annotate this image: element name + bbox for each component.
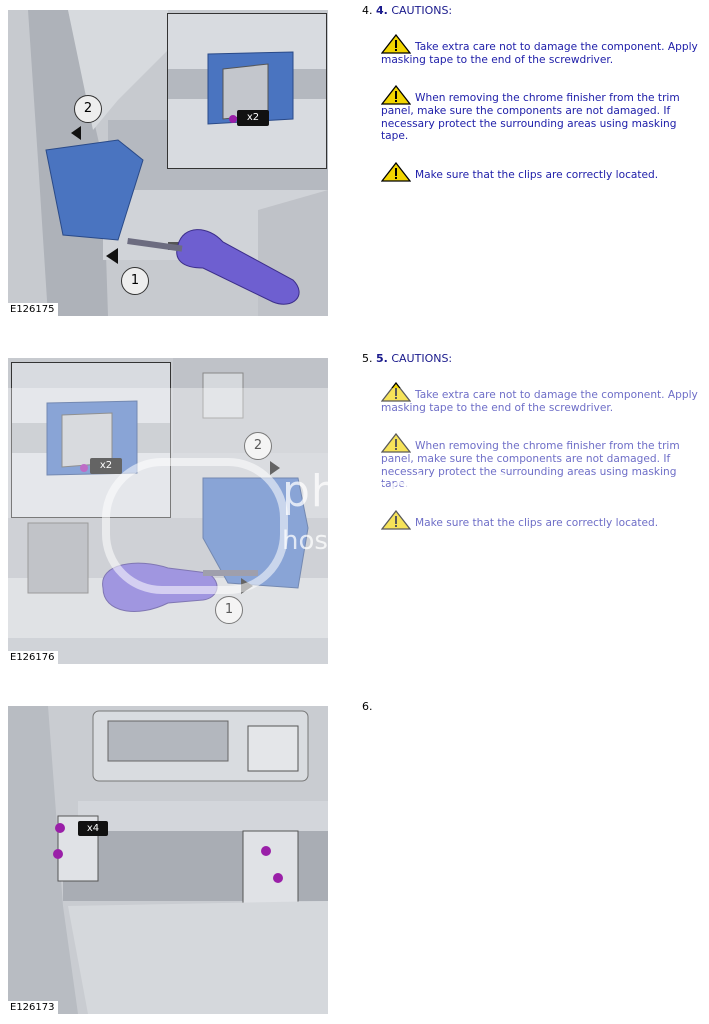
caution-item: Make sure that the clips are correctly l… [381,162,703,182]
step-title: CAUTIONS: [391,352,453,365]
caution-text: When removing the chrome finisher from t… [381,440,680,490]
figure-caption: E126175 [8,303,58,316]
step-number: 4. [362,4,373,17]
figure-caption: E126173 [8,1001,58,1014]
figure-step-4: x2 2 1 E126175 [8,10,328,316]
quantity-badge: x2 [90,458,122,474]
direction-arrow-icon [71,126,81,140]
direction-arrow-icon [241,578,253,594]
callout-circle-2: 2 [244,432,272,460]
caution-item: When removing the chrome finisher from t… [381,85,703,143]
figure-step-6: x4 E126173 [8,706,328,1014]
figure-caption: E126176 [8,651,58,664]
warning-triangle-icon [381,34,411,54]
step-6-heading: 6. [362,700,373,713]
warning-triangle-icon [381,85,411,105]
illustration-door-panel-clips [8,706,328,1014]
caution-item: When removing the chrome finisher from t… [381,433,703,491]
step-5-heading: 5. 5. CAUTIONS: [362,352,452,365]
warning-triangle-icon [381,382,411,402]
caution-text: When removing the chrome finisher from t… [381,92,680,142]
callout-circle-1: 1 [121,267,149,295]
step-title-number: 5. [376,352,388,365]
step-title: CAUTIONS: [391,4,453,17]
callout-circle-1: 1 [215,596,243,624]
warning-triangle-icon [381,510,411,530]
step-number: 6. [362,700,373,713]
direction-arrow-icon [270,461,280,475]
inset-detail [167,13,327,169]
caution-text: Take extra care not to damage the compon… [381,41,698,66]
caution-text: Take extra care not to damage the compon… [381,389,698,414]
step-title-number: 4. [376,4,388,17]
caution-item: Take extra care not to damage the compon… [381,382,703,415]
callout-circle-2: 2 [74,95,102,123]
warning-triangle-icon [381,162,411,182]
caution-text: Make sure that the clips are correctly l… [415,169,659,181]
direction-arrow-icon [106,248,118,264]
quantity-badge: x4 [78,821,108,836]
caution-item: Make sure that the clips are correctly l… [381,510,703,530]
caution-item: Take extra care not to damage the compon… [381,34,703,67]
step-4-heading: 4. 4. CAUTIONS: [362,4,452,17]
step-number: 5. [362,352,373,365]
figure-step-5: x2 2 1 E126176 [8,358,328,664]
warning-triangle-icon [381,433,411,453]
inset-detail [11,362,171,518]
quantity-badge: x2 [237,110,269,126]
caution-text: Make sure that the clips are correctly l… [415,517,659,529]
